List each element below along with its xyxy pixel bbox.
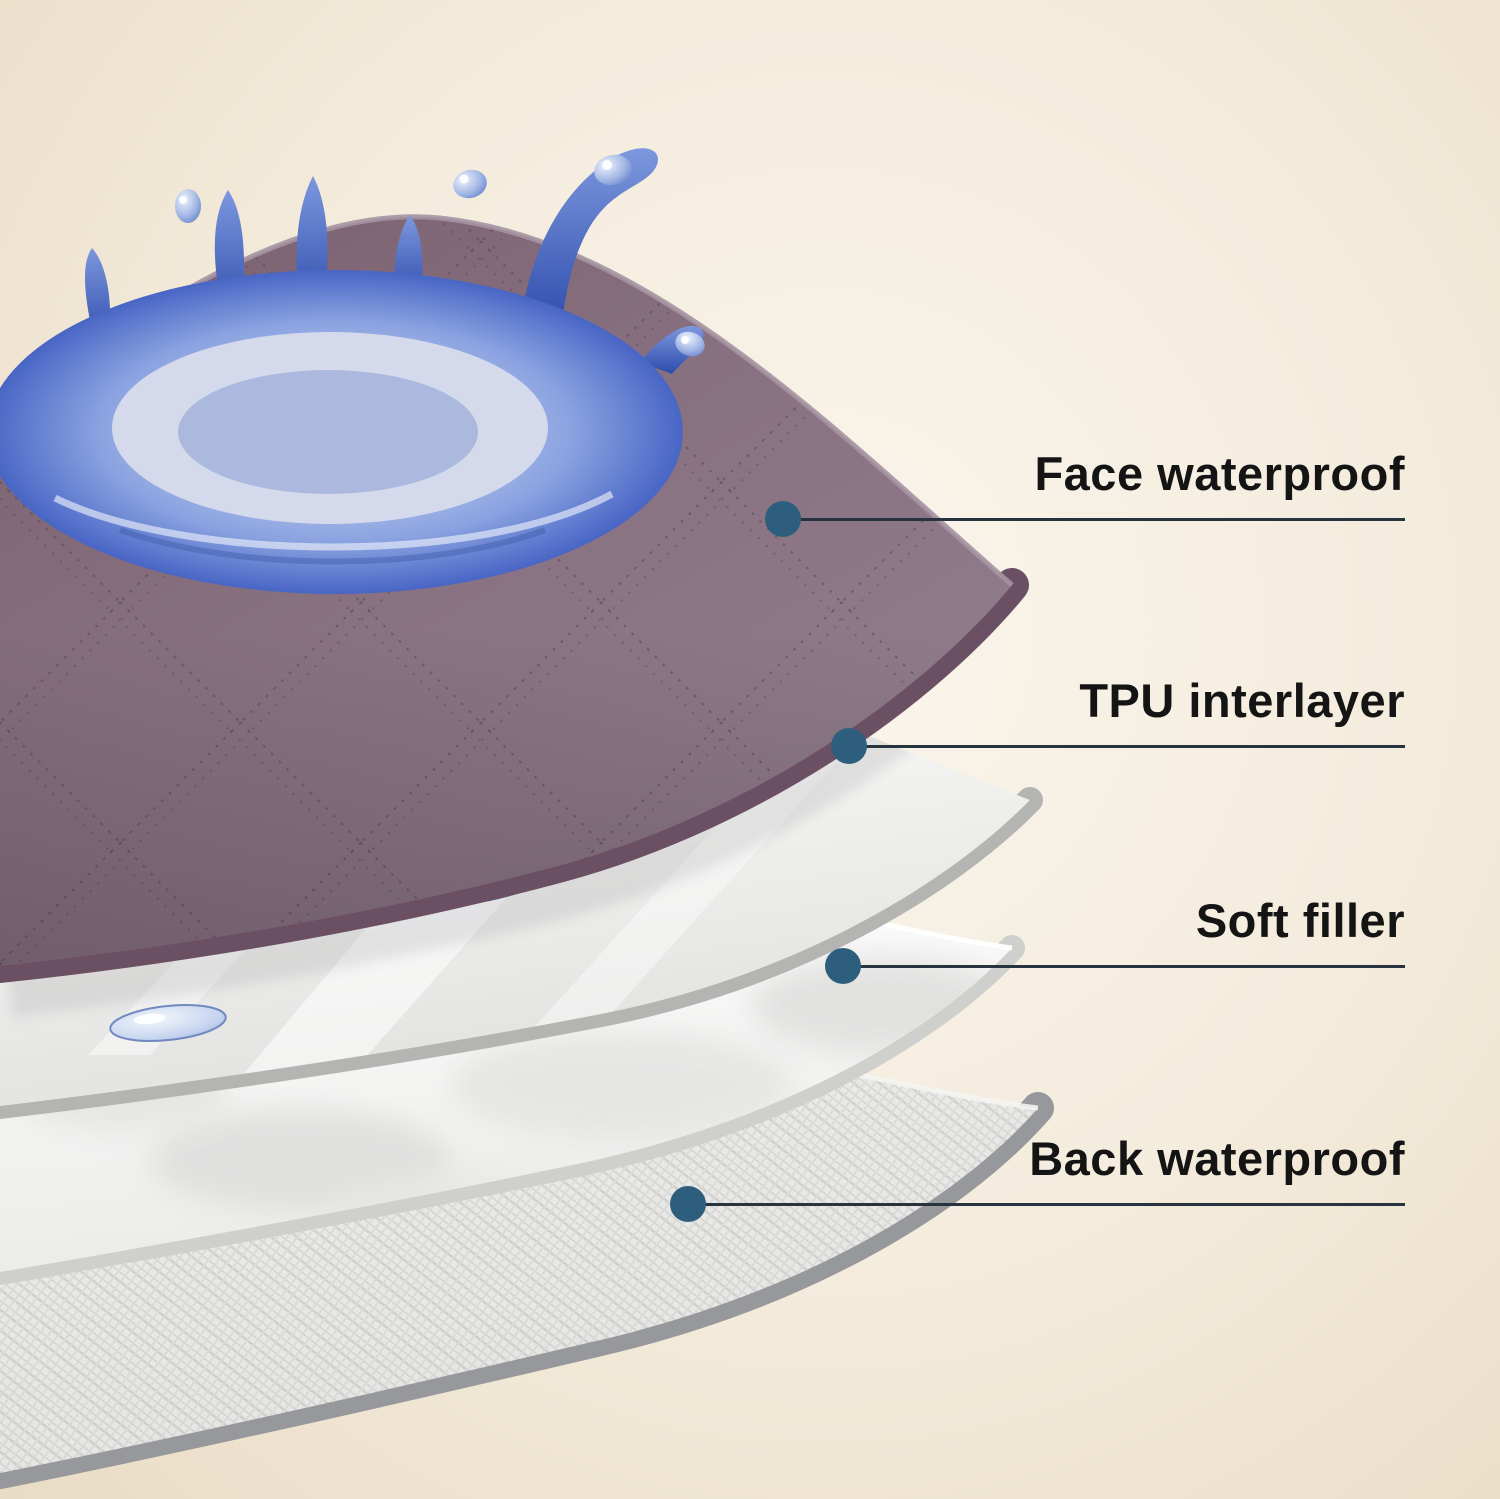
callout-line	[849, 745, 1405, 748]
callout-dot	[825, 948, 861, 984]
callout-label-back-waterproof: Back waterproof	[1029, 1132, 1405, 1185]
callout-line	[783, 518, 1405, 521]
callout-dot	[831, 728, 867, 764]
water-splash-graphic	[0, 148, 705, 594]
callout-dot	[670, 1186, 706, 1222]
callout-line	[688, 1203, 1405, 1206]
callout-line	[843, 965, 1405, 968]
callout-label-face-waterproof: Face waterproof	[1034, 447, 1405, 500]
callout-label-soft-filler: Soft filler	[1195, 894, 1405, 947]
callout-label-tpu-interlayer: TPU interlayer	[1079, 674, 1405, 727]
callout-dot	[765, 501, 801, 537]
